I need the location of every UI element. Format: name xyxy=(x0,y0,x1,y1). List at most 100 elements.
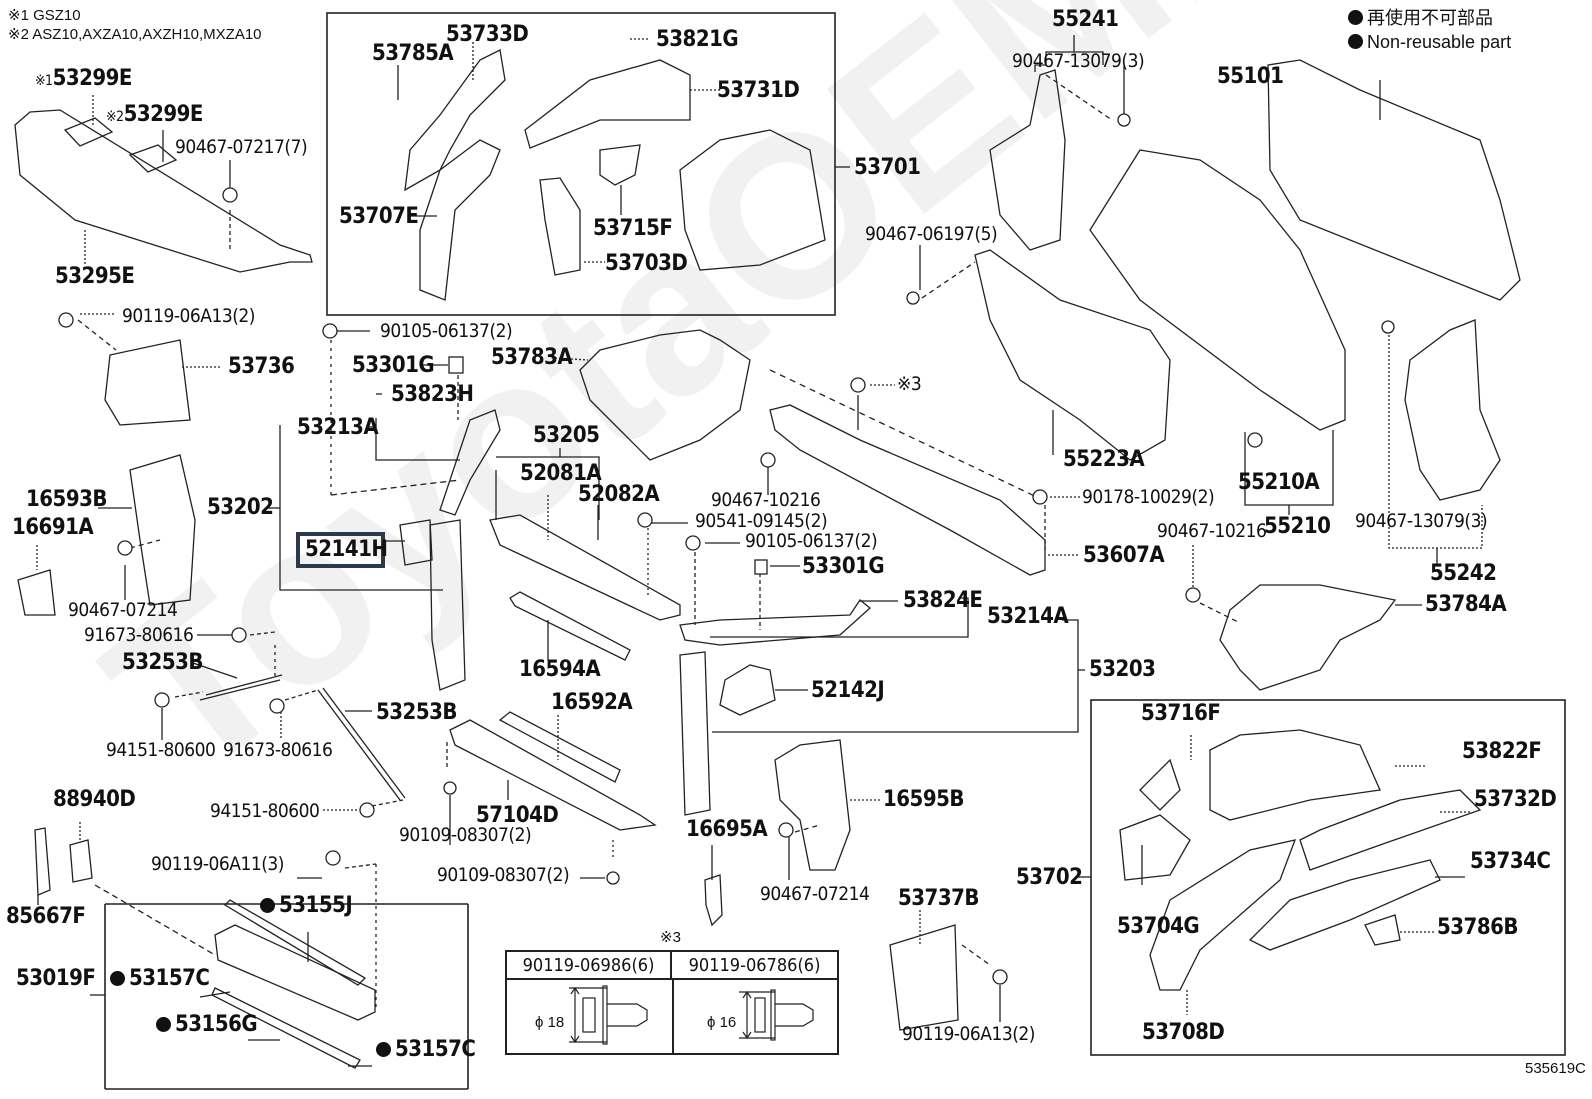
part-label-53155J[interactable]: 53155J xyxy=(260,895,353,917)
part-label-53785A[interactable]: 53785A xyxy=(372,41,454,66)
part-label-53214A[interactable]: 53214A xyxy=(987,604,1069,629)
part-label-53203[interactable]: 53203 xyxy=(1089,657,1156,682)
part-label-53731D[interactable]: 53731D xyxy=(717,78,800,103)
part-label-16695A[interactable]: 16695A xyxy=(686,817,768,842)
part-label-53703D[interactable]: 53703D xyxy=(605,251,688,276)
part-label-90109-08307-upper[interactable]: 90109-08307(2) xyxy=(399,824,532,846)
fastener-bolt-icon xyxy=(685,535,701,551)
part-label-90467-13079-right[interactable]: 90467-13079(3) xyxy=(1355,510,1488,532)
part-label-53823H[interactable]: 53823H xyxy=(391,382,474,407)
fastener-clip-icon xyxy=(778,822,794,838)
part-label-52142J[interactable]: 52142J xyxy=(811,678,885,703)
fastener-clip-icon xyxy=(760,452,776,468)
part-label-53205[interactable]: 53205 xyxy=(533,423,600,448)
part-label-57104D[interactable]: 57104D xyxy=(476,803,559,828)
part-label-90467-07214-right[interactable]: 90467-07214 xyxy=(760,883,870,905)
part-label-53157C-right[interactable]: 53157C xyxy=(376,1039,476,1061)
part-label-16594A[interactable]: 16594A xyxy=(519,657,601,682)
part-label-55241[interactable]: 55241 xyxy=(1052,7,1119,32)
part-label-90467-06197[interactable]: 90467-06197(5) xyxy=(865,223,998,245)
fastener-diameter-1: ϕ 18 xyxy=(535,1014,565,1031)
part-label-53019F[interactable]: 53019F xyxy=(16,966,96,991)
part-label-53607A[interactable]: 53607A xyxy=(1083,543,1165,568)
part-label-53157C-left[interactable]: 53157C xyxy=(110,968,210,990)
part-label-16595B[interactable]: 16595B xyxy=(883,787,964,812)
fastener-table: 90119-06986(6) 90119-06786(6) ϕ 18 ϕ 16 xyxy=(505,950,839,1055)
fastener-table-header-2[interactable]: 90119-06786(6) xyxy=(672,952,837,980)
fastener-table-header-1[interactable]: 90119-06986(6) xyxy=(507,952,672,980)
fastener-clip-icon xyxy=(1381,320,1395,334)
non-reusable-dot-icon xyxy=(260,898,275,913)
part-label-53253B-lower[interactable]: 53253B xyxy=(376,700,457,725)
part-label-53737B[interactable]: 53737B xyxy=(898,886,979,911)
part-label-94151-80600-right[interactable]: 94151-80600 xyxy=(210,800,320,822)
part-label-53702[interactable]: 53702 xyxy=(1016,865,1083,890)
part-label-88940D[interactable]: 88940D xyxy=(53,787,136,812)
part-label-91673-80616-left[interactable]: 91673-80616 xyxy=(84,624,194,646)
part-label-53715F[interactable]: 53715F xyxy=(593,216,673,241)
part-label-53299E-1[interactable]: ※153299E xyxy=(35,66,132,91)
fastener-bolt-icon xyxy=(322,323,338,339)
filled-circle-icon xyxy=(1348,10,1363,25)
part-label-53734C[interactable]: 53734C xyxy=(1470,849,1551,874)
part-label-90467-13079-top[interactable]: 90467-13079(3) xyxy=(1012,50,1145,72)
part-label-53253B-upper[interactable]: 53253B xyxy=(122,650,203,675)
part-label-53784A[interactable]: 53784A xyxy=(1425,592,1507,617)
part-label-90105-06137-top[interactable]: 90105-06137(2) xyxy=(380,320,513,342)
part-label-53701[interactable]: 53701 xyxy=(854,155,921,180)
part-label-53732D[interactable]: 53732D xyxy=(1474,787,1557,812)
part-label-90178-10029[interactable]: 90178-10029(2) xyxy=(1082,486,1215,508)
filled-circle-icon xyxy=(1348,34,1363,49)
part-label-53783A[interactable]: 53783A xyxy=(491,345,573,370)
part-label-53733D[interactable]: 53733D xyxy=(446,22,529,47)
part-label-53824E[interactable]: 53824E xyxy=(903,588,983,613)
fastener-clip-icon xyxy=(1117,113,1131,127)
part-label-55210A[interactable]: 55210A xyxy=(1238,470,1320,495)
fastener-nut-icon xyxy=(154,692,170,708)
part-label-91673-80616-right[interactable]: 91673-80616 xyxy=(223,739,333,761)
part-label-53301G-top[interactable]: 53301G xyxy=(352,353,435,378)
part-label-16592A[interactable]: 16592A xyxy=(551,690,633,715)
part-label-55210[interactable]: 55210 xyxy=(1264,514,1331,539)
part-label-53822F[interactable]: 53822F xyxy=(1462,739,1542,764)
part-label-52141H[interactable]: 52141H xyxy=(305,537,388,562)
part-label-90119-06A13-right[interactable]: 90119-06A13(2) xyxy=(902,1023,1035,1045)
part-label-90467-07214-left[interactable]: 90467-07214 xyxy=(68,599,178,621)
part-label-52082A[interactable]: 52082A xyxy=(578,482,660,507)
part-label-55101[interactable]: 55101 xyxy=(1217,64,1284,89)
part-label-53786B[interactable]: 53786B xyxy=(1437,915,1518,940)
part-label-85667F[interactable]: 85667F xyxy=(6,904,86,929)
part-label-90541-09145[interactable]: 90541-09145(2) xyxy=(695,510,828,532)
part-label-90105-06137-mid[interactable]: 90105-06137(2) xyxy=(745,530,878,552)
fastener-bolt-icon xyxy=(850,377,866,393)
part-label-53821G[interactable]: 53821G xyxy=(656,27,739,52)
part-label-90467-10216-right[interactable]: 90467-10216 xyxy=(1157,520,1267,542)
part-label-53202[interactable]: 53202 xyxy=(207,495,274,520)
part-label-53704G[interactable]: 53704G xyxy=(1117,914,1200,939)
part-label-94151-80600-left[interactable]: 94151-80600 xyxy=(106,739,216,761)
part-label-55242[interactable]: 55242 xyxy=(1430,561,1497,586)
fastener-clip-drawings xyxy=(569,985,814,1045)
part-label-53213A[interactable]: 53213A xyxy=(297,415,379,440)
part-label-90119-06A11[interactable]: 90119-06A11(3) xyxy=(151,853,284,875)
part-label-53736[interactable]: 53736 xyxy=(228,354,295,379)
part-label-53716F[interactable]: 53716F xyxy=(1141,701,1221,726)
ref-mark-x3-bolt: ※3 xyxy=(897,373,922,395)
part-label-53299E-2[interactable]: ※253299E xyxy=(106,102,203,127)
part-label-53707E[interactable]: 53707E xyxy=(339,204,419,229)
part-label-53295E[interactable]: 53295E xyxy=(55,264,135,289)
part-label-16593B[interactable]: 16593B xyxy=(26,487,107,512)
part-label-90467-10216-mid[interactable]: 90467-10216 xyxy=(711,489,821,511)
part-label-53301G-mid[interactable]: 53301G xyxy=(802,554,885,579)
part-label-90467-07217[interactable]: 90467-07217(7) xyxy=(175,136,308,158)
fastener-bolt-icon xyxy=(269,698,285,714)
figure-code: 535619C xyxy=(1525,1060,1586,1077)
part-label-55223A[interactable]: 55223A xyxy=(1063,447,1145,472)
part-label-90119-06A13-left[interactable]: 90119-06A13(2) xyxy=(122,305,255,327)
part-label-53156G[interactable]: 53156G xyxy=(156,1014,258,1036)
part-label-16691A[interactable]: 16691A xyxy=(12,515,94,540)
part-label-52081A[interactable]: 52081A xyxy=(520,461,602,486)
part-label-53708D[interactable]: 53708D xyxy=(1142,1020,1225,1045)
part-label-90109-08307-lower[interactable]: 90109-08307(2) xyxy=(437,864,570,886)
part-53299E-pad-1 xyxy=(63,117,114,147)
